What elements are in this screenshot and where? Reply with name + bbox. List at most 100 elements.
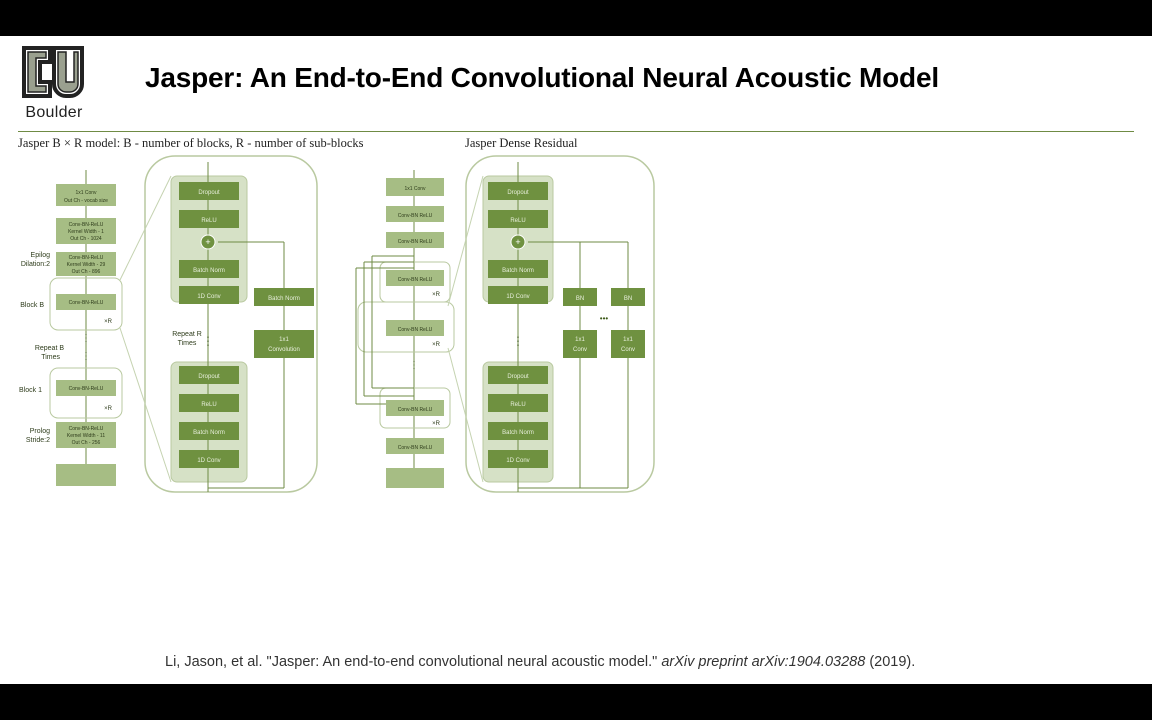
right-detail-block (488, 450, 548, 468)
left-detail-text: 1D Conv (197, 294, 220, 300)
cu-logo-icon (22, 46, 84, 98)
left-stack-block-prolog (56, 422, 116, 448)
left-detail-ellipsis: ⋮ (202, 334, 214, 348)
right-detail-text: 1D Conv (506, 294, 529, 300)
left-stack-text: Out Ch - 896 (72, 269, 101, 275)
left-stack-input (56, 464, 116, 486)
branch-text: BN (624, 296, 632, 302)
plus-icon: + (515, 237, 520, 247)
left-stack: 1x1 Conv Out Ch - vocab size Conv-BN-ReL… (56, 184, 116, 486)
repeat-label: Repeat R (172, 331, 202, 338)
residual-batchnorm-block (254, 288, 314, 306)
right-stack-block (386, 206, 444, 222)
side-label: Dilation:2 (21, 261, 50, 268)
logo-text: Boulder (25, 104, 83, 121)
right-detail-block (488, 394, 548, 412)
left-stack-block-b (56, 294, 116, 310)
branch-text: BN (576, 296, 584, 302)
architecture-diagram: 1x1 Conv Out Ch - vocab size Conv-BN-ReL… (19, 155, 655, 493)
right-detail-block (488, 286, 548, 304)
right-stack-block (386, 400, 444, 416)
left-stack-text: Conv-BN-ReLU (69, 300, 104, 306)
left-stack-text: Conv-BN-ReLU (69, 426, 104, 432)
branch-ellipsis: ••• (600, 314, 609, 323)
left-stack-text: Out Ch - 1024 (70, 236, 102, 242)
left-stack-block-output (56, 184, 116, 206)
right-stack-block (386, 232, 444, 248)
left-stack-block-epilog-1 (56, 252, 116, 276)
left-stack-repeat: ×R (104, 406, 113, 412)
left-stack-block-epilog-2 (56, 218, 116, 244)
slide-title: Jasper: An End-to-End Convolutional Neur… (145, 62, 939, 93)
left-stack-block-1 (56, 380, 116, 396)
left-stack-ellipsis: ⋮ (81, 351, 91, 362)
right-detail-block (488, 182, 548, 200)
left-detail-text: ReLU (201, 218, 216, 224)
left-detail-text: Dropout (198, 190, 220, 196)
right-stack-ellipsis: ⋮ (409, 360, 419, 371)
right-detail: Dropout ReLU + Batch Norm 1D Conv ⋮ Drop… (488, 182, 645, 468)
side-label: Epilog (31, 252, 51, 259)
residual-text: Batch Norm (268, 296, 300, 302)
right-stack-block (386, 320, 444, 336)
right-stack-repeat: ×R (432, 292, 441, 298)
left-diagram-heading: Jasper B × R model: B - number of blocks… (18, 136, 364, 150)
citation-text: Li, Jason, et al. "Jasper: An end-to-end… (165, 654, 658, 670)
left-detail-text: 1D Conv (197, 458, 220, 464)
residual-conv-block (254, 330, 314, 358)
left-sum-node (200, 234, 216, 250)
right-detail-text: ReLU (510, 218, 525, 224)
right-stack-block (386, 438, 444, 454)
right-stack-block (386, 270, 444, 286)
left-detail-block (179, 366, 239, 384)
right-detail-text: Dropout (507, 374, 529, 380)
left-stack-text: Out Ch - vocab size (64, 198, 108, 204)
right-detail-ellipsis: ⋮ (512, 334, 524, 348)
right-detail-block (488, 210, 548, 228)
side-label: Block B (20, 302, 44, 309)
right-sum-node (510, 234, 526, 250)
left-stack-ellipsis: ⋮ (81, 333, 91, 344)
left-detail-block (179, 182, 239, 200)
branch-conv-block (563, 330, 597, 358)
branch-text: 1x1 (623, 337, 633, 343)
side-label: Prolog (30, 428, 50, 435)
right-stack-text: Conv-BN ReLU (398, 277, 433, 283)
left-stack-text: Out Ch - 256 (72, 440, 101, 446)
plus-icon: + (205, 237, 210, 247)
left-stack-repeat: ×R (104, 319, 113, 325)
right-stack: 1x1 Conv Conv-BN ReLU Conv-BN ReLU Conv-… (386, 178, 444, 488)
left-stack-text: Conv-BN-ReLU (69, 255, 104, 261)
side-label: Stride:2 (26, 437, 50, 444)
citation-year: (2019). (869, 654, 916, 670)
side-label: Block 1 (19, 387, 42, 394)
title-divider (18, 131, 1134, 132)
left-detail-block (179, 286, 239, 304)
left-stack-text: Kernel Width - 1 (68, 229, 104, 235)
left-stack-text: Conv-BN-ReLU (69, 222, 104, 228)
branch-bn-block (611, 288, 645, 306)
right-stack-text: Conv-BN ReLU (398, 239, 433, 245)
right-diagram-heading: Jasper Dense Residual (465, 136, 578, 150)
branch-bn-block (563, 288, 597, 306)
left-detail-text: Dropout (198, 374, 220, 380)
right-stack-block (386, 178, 444, 196)
right-detail-block (488, 422, 548, 440)
citation: Li, Jason, et al. "Jasper: An end-to-end… (165, 654, 915, 670)
right-stack-text: 1x1 Conv (404, 186, 426, 192)
right-stack-text: Conv-BN ReLU (398, 445, 433, 451)
right-detail-text: Dropout (507, 190, 529, 196)
branch-text: Conv (573, 347, 587, 353)
left-detail-block (179, 210, 239, 228)
left-detail-block (179, 394, 239, 412)
left-detail-block (179, 260, 239, 278)
left-stack-text: Kernel Width - 29 (67, 262, 106, 268)
slide: Boulder Jasper: An End-to-End Convolutio… (0, 36, 1152, 684)
right-detail-block (488, 366, 548, 384)
right-stack-input (386, 468, 444, 488)
right-detail-block (488, 260, 548, 278)
side-label: Repeat B (35, 345, 65, 352)
left-stack-text: Kernel Width - 11 (67, 433, 105, 439)
residual-text: 1x1 (279, 337, 289, 343)
right-stack-text: Conv-BN ReLU (398, 407, 433, 413)
